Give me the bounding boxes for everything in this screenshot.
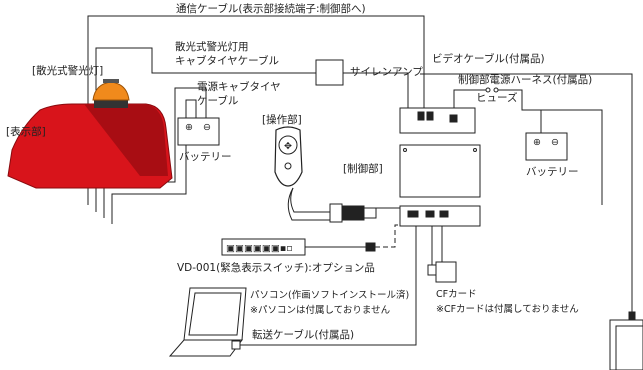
laptop-keyboard [168,339,243,357]
operation-dpad [278,135,298,155]
control-unit-top-box [399,107,476,134]
vd001-plug [365,242,376,252]
cf-card-label: CFカード [436,289,477,300]
battery-left-plus: ⊕ [185,122,193,133]
battery-right-box [525,132,568,161]
fuse-terminal-left [485,87,491,93]
power-harness-label: 制御部電源ハーネス(付属品) [458,73,592,86]
operation-unit: ✥ [274,126,303,187]
control-front-port-3 [439,210,449,218]
vd001-box [221,238,306,256]
operation-dpad-arrows: ✥ [284,141,292,152]
pc-label-1: パソコン(作画ソフトインストール済) [250,289,409,301]
battery-right-label: バッテリー [526,166,579,178]
control-unit [399,107,481,227]
control-unit-label: [制御部] [343,162,383,175]
vd001-label: VD-001(緊急表示スイッチ):オプション品 [177,261,375,274]
control-port-power [449,114,458,123]
fuse-terminal-right [493,87,499,93]
power-cabtire-line-2 [111,99,197,224]
cf-card-box [435,261,457,283]
transfer-cable-plug [231,340,241,350]
battery-left-minus: ⊖ [203,122,211,133]
diffuse-lamp-label: [散光式警光灯] [32,64,103,77]
control-unit-screw-2 [473,148,477,152]
fuse-label: ヒューズ [476,91,517,104]
vd001-switch: ▣▣▣▣▣▣▪▫ [221,238,376,256]
monitor-screen [615,325,643,370]
lamp-base [94,100,128,108]
control-unit-body [399,144,481,198]
comm-cable-label: 通信ケーブル(表示部接続端子:制御部へ) [176,2,366,15]
operation-connector [329,203,343,223]
laptop-screen-inner [188,292,242,336]
operation-cable-line [290,187,330,213]
video-cable-label: ビデオケーブル(付属品) [432,52,545,65]
control-to-transfer-line [236,226,417,346]
siren-amp-box [315,59,344,86]
control-front-port-2 [425,210,435,218]
battery-left-label: バッテリー [179,151,232,163]
operation-button [284,162,292,170]
vd001-buttons: ▣▣▣▣▣▣▪▫ [226,243,293,254]
operation-connector-tip [363,207,377,219]
battery-left-box [177,117,220,146]
lamp-top-rim [103,79,119,83]
battery-right-plus: ⊕ [533,137,541,148]
power-harness-line [453,89,486,108]
control-front-port-1 [407,210,419,218]
monitor-plug [628,311,636,321]
battery-left: ⊕ ⊖ [177,117,220,146]
display-unit [7,79,173,189]
control-port-video [417,111,425,121]
diffuse-lamp-dome [92,81,130,101]
vd001-dash-line [375,224,406,248]
cf-note-label: ※CFカードは付属しておりません [436,304,579,315]
diffuse-cable-label-1: 散光式警光灯用 [175,40,249,53]
pc-link-connector [427,264,437,276]
pc-label-2: ※パソコンは付属しておりません [250,305,390,316]
laptop [168,287,247,357]
operation-connector-plug [341,205,365,221]
battery-right-minus: ⊖ [551,137,559,148]
battery-right: ⊕ ⊖ [525,132,568,161]
power-cable-label-2: ケーブル [197,94,238,107]
control-unit-screw-1 [403,148,407,152]
siren-amp-label: サイレンアンプ [350,66,423,78]
display-unit-top-shade [84,104,168,176]
transfer-cable-label: 転送ケーブル(付属品) [252,328,354,341]
operation-cable-line-2 [287,187,330,221]
operation-unit-label: [操作部] [262,113,302,126]
diffuse-cable-label-2: キャブタイヤケーブル [175,54,279,67]
power-cable-label-1: 電源キャブタイヤ [197,80,281,93]
control-port-comm [426,111,434,121]
siren-to-control-line [343,72,409,108]
power-harness-fuse-line [498,89,603,205]
video-cable-line [420,73,633,318]
display-unit-label: [表示部] [6,125,46,138]
